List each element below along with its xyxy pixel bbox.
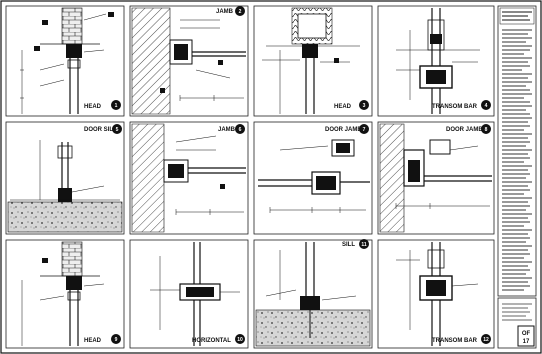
detail-panel-10 bbox=[129, 239, 249, 349]
detail-title-text: HORIZONTAL bbox=[192, 338, 231, 344]
detail-title-5: DOOR SILL 5 bbox=[84, 124, 122, 134]
title-block: OF 17 bbox=[497, 297, 537, 349]
detail-number-bubble bbox=[481, 124, 491, 134]
detail-panel-1 bbox=[5, 5, 125, 117]
detail-number-text: 7 bbox=[363, 127, 366, 133]
detail-number-text: 6 bbox=[239, 127, 242, 133]
notes-lines bbox=[502, 29, 532, 291]
detail-number-bubble bbox=[359, 124, 369, 134]
detail-number-text: 9 bbox=[115, 337, 118, 343]
detail-title-10: HORIZONTAL 10 bbox=[192, 334, 245, 344]
detail-number-text: 11 bbox=[361, 242, 367, 248]
detail-title-text: HEAD bbox=[84, 104, 102, 110]
detail-title-text: JAMB bbox=[218, 127, 236, 133]
detail-panel-8 bbox=[377, 121, 495, 235]
detail-number-bubble bbox=[111, 100, 121, 110]
sheet-prefix: OF bbox=[522, 331, 531, 337]
detail-title-text: DOOR JAMB bbox=[325, 127, 362, 133]
detail-title-6: JAMB 6 bbox=[218, 124, 245, 134]
detail-title-12: TRANSOM BAR 12 bbox=[432, 334, 491, 344]
sheet-number: 17 bbox=[523, 339, 530, 345]
detail-panel-7 bbox=[253, 121, 373, 235]
detail-title-text: HEAD bbox=[334, 104, 352, 110]
detail-number-bubble bbox=[481, 100, 491, 110]
detail-title-text: SILL bbox=[342, 242, 355, 248]
detail-number-text: 3 bbox=[363, 103, 366, 109]
detail-title-text: HEAD bbox=[84, 338, 102, 344]
detail-panel-11 bbox=[253, 239, 373, 349]
detail-title-11: SILL 11 bbox=[342, 239, 369, 249]
detail-number-bubble bbox=[111, 334, 121, 344]
detail-panel-2 bbox=[129, 5, 249, 117]
detail-title-9: HEAD 9 bbox=[84, 334, 121, 344]
detail-panel-5 bbox=[5, 121, 125, 235]
detail-title-text: JAMB bbox=[216, 9, 234, 15]
detail-title-1: HEAD 1 bbox=[84, 100, 121, 110]
general-notes-column bbox=[497, 5, 537, 297]
detail-title-8: DOOR JAMB 8 bbox=[446, 124, 491, 134]
detail-title-7: DOOR JAMB 7 bbox=[325, 124, 369, 134]
detail-panel-6 bbox=[129, 121, 249, 235]
detail-number-text: 5 bbox=[116, 127, 119, 133]
detail-number-bubble bbox=[481, 334, 491, 344]
detail-title-text: DOOR SILL bbox=[84, 127, 117, 133]
detail-number-text: 1 bbox=[115, 103, 118, 109]
detail-panel-4 bbox=[377, 5, 495, 117]
detail-number-bubble bbox=[359, 239, 369, 249]
detail-number-bubble bbox=[112, 124, 122, 134]
detail-title-text: TRANSOM BAR bbox=[432, 338, 478, 344]
detail-number-text: 12 bbox=[483, 337, 489, 343]
detail-number-bubble bbox=[235, 334, 245, 344]
detail-number-text: 2 bbox=[239, 9, 242, 15]
detail-number-bubble bbox=[359, 100, 369, 110]
detail-title-3: HEAD 3 bbox=[334, 100, 369, 110]
detail-number-bubble bbox=[235, 6, 245, 16]
detail-panel-12 bbox=[377, 239, 495, 349]
detail-number-bubble bbox=[235, 124, 245, 134]
detail-number-text: 10 bbox=[237, 337, 243, 343]
detail-panel-9 bbox=[5, 239, 125, 349]
detail-title-text: DOOR JAMB bbox=[446, 127, 483, 133]
detail-number-text: 4 bbox=[485, 103, 488, 109]
detail-panel-3 bbox=[253, 5, 373, 117]
detail-title-4: TRANSOM BAR 4 bbox=[432, 100, 491, 110]
detail-number-text: 8 bbox=[485, 127, 488, 133]
detail-title-text: TRANSOM BAR bbox=[432, 104, 478, 110]
detail-title-2: JAMB 2 bbox=[216, 6, 245, 16]
